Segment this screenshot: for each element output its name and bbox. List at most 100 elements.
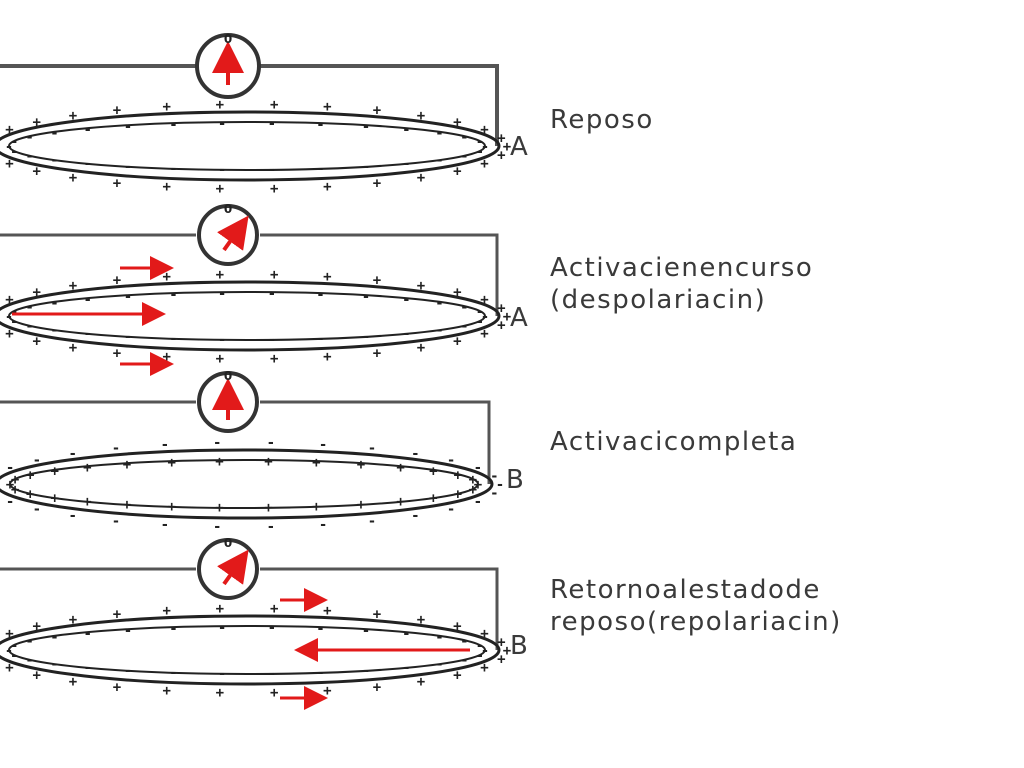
- charge-symbol: +: [453, 284, 461, 300]
- charge-symbol: +: [323, 349, 331, 365]
- charge-symbol: +: [497, 652, 505, 668]
- charge-symbol: -: [268, 666, 276, 682]
- charge-symbol: -: [83, 292, 91, 308]
- charge-symbol: -: [33, 452, 41, 468]
- charge-symbol: -: [218, 332, 226, 348]
- charge-symbol: -: [481, 643, 489, 659]
- charge-symbol: -: [435, 323, 443, 339]
- charge-symbol: -: [25, 148, 33, 164]
- charge-symbol: -: [5, 309, 13, 325]
- circuit-wire: [0, 233, 499, 316]
- charge-symbol: +: [32, 164, 40, 180]
- charge-symbol: -: [435, 296, 443, 312]
- charge-symbol: +: [162, 179, 170, 195]
- charge-symbol: -: [267, 435, 275, 451]
- charge-symbol: -: [213, 435, 221, 451]
- charge-symbol: +: [26, 486, 34, 502]
- charge-symbol: -: [169, 117, 177, 133]
- charge-symbol: +: [480, 292, 488, 308]
- charge-symbol: +: [167, 455, 175, 471]
- charge-symbol: +: [11, 472, 19, 488]
- charge-row: -+-+-+-+-+-+-+-+-+-+-+-+-+-+-+-+-+-+-+-+…: [6, 435, 504, 535]
- charge-symbol: -: [161, 517, 169, 533]
- charge-symbol: -: [267, 519, 275, 535]
- charge-symbol: -: [368, 441, 376, 457]
- charge-symbol: +: [32, 284, 40, 300]
- charge-symbol: -: [169, 621, 177, 637]
- charge-symbol: -: [50, 323, 58, 339]
- charge-symbol: +: [5, 122, 13, 138]
- membrane-inner: [9, 459, 479, 509]
- panel-activacion-en-curso: 0 +-+-+-+-+-+-+-+-+-+-+-+-+-+-+-+-+-+-+-…: [0, 202, 528, 376]
- charge-symbol: +: [69, 674, 77, 690]
- charge-symbol: -: [124, 329, 132, 345]
- panel-retorno: 0 +-+-+-+-+-+-+-+-+-+-+-+-+-+-+-+-+-+-+-…: [0, 536, 528, 710]
- charge-symbol: +: [396, 494, 404, 510]
- charge-symbol: +: [503, 139, 511, 155]
- charge-symbol: +: [123, 497, 131, 513]
- charge-symbol: -: [316, 331, 324, 347]
- charge-symbol: -: [50, 296, 58, 312]
- charge-symbol: +: [497, 300, 505, 316]
- charge-symbol: -: [10, 304, 18, 320]
- membrane-inner: [8, 625, 486, 675]
- membrane-inner: [8, 291, 486, 341]
- charge-symbol: +: [357, 497, 365, 513]
- charge-symbol: +: [373, 607, 381, 623]
- charge-symbol: -: [5, 139, 13, 155]
- charge-symbol: -: [218, 666, 226, 682]
- charge-symbol: -: [481, 139, 489, 155]
- caption-line: reposo(repolariacin): [550, 607, 842, 637]
- charge-symbol: +: [453, 668, 461, 684]
- panel-reposo: 0 +-+-+-+-+-+-+-+-+-+-+-+-+-+-+-+-+-+-+-…: [0, 32, 528, 197]
- charge-symbol: +: [5, 660, 13, 676]
- meter-zero-label: 0: [224, 369, 232, 383]
- caption-line: (despolariacin): [550, 285, 767, 315]
- charge-symbol: -: [460, 318, 468, 334]
- caption-line: Reposo: [550, 105, 654, 135]
- charge-symbol: +: [167, 499, 175, 515]
- charge-symbol: -: [124, 159, 132, 175]
- charge-symbol: +: [480, 122, 488, 138]
- charge-symbol: -: [5, 643, 13, 659]
- charge-symbol: +: [503, 643, 511, 659]
- charge-symbol: +: [69, 278, 77, 294]
- charge-symbol: -: [402, 122, 410, 138]
- charge-symbol: +: [270, 685, 278, 701]
- charge-symbol: +: [497, 130, 505, 146]
- charge-symbol: +: [270, 181, 278, 197]
- charge-symbol: +: [417, 278, 425, 294]
- charge-symbol: -: [83, 326, 91, 342]
- charge-symbol: -: [362, 289, 370, 305]
- needle-right: [217, 549, 249, 586]
- charge-symbol: -: [169, 331, 177, 347]
- charge-symbol: +: [113, 103, 121, 119]
- charge-symbol: +: [5, 326, 13, 342]
- charge-symbol: -: [268, 116, 276, 132]
- charge-symbol: +: [216, 267, 224, 283]
- charge-symbol: -: [83, 122, 91, 138]
- charge-symbol: -: [447, 452, 455, 468]
- membrane-outer: [0, 448, 494, 520]
- charge-symbol: -: [402, 156, 410, 172]
- membrane-outer: [0, 614, 501, 686]
- charge-symbol: -: [316, 117, 324, 133]
- charge-symbol: +: [453, 114, 461, 130]
- charge-symbol: -: [124, 119, 132, 135]
- charge-symbol: +: [69, 612, 77, 628]
- charge-symbol: +: [270, 601, 278, 617]
- charge-symbol: +: [323, 269, 331, 285]
- charge-symbol: +: [497, 148, 505, 164]
- charge-symbol: -: [6, 494, 14, 510]
- charge-symbol: -: [476, 304, 484, 320]
- charge-symbol: -: [83, 156, 91, 172]
- charge-symbol: +: [50, 491, 58, 507]
- charge-symbol: -: [6, 460, 14, 476]
- charge-symbol: +: [312, 499, 320, 515]
- charge-symbol: -: [10, 638, 18, 654]
- charge-symbol: +: [113, 607, 121, 623]
- charge-symbol: -: [435, 630, 443, 646]
- charge-symbol: -: [476, 648, 484, 664]
- charge-symbol: -: [124, 623, 132, 639]
- electrode-label: A: [510, 303, 528, 333]
